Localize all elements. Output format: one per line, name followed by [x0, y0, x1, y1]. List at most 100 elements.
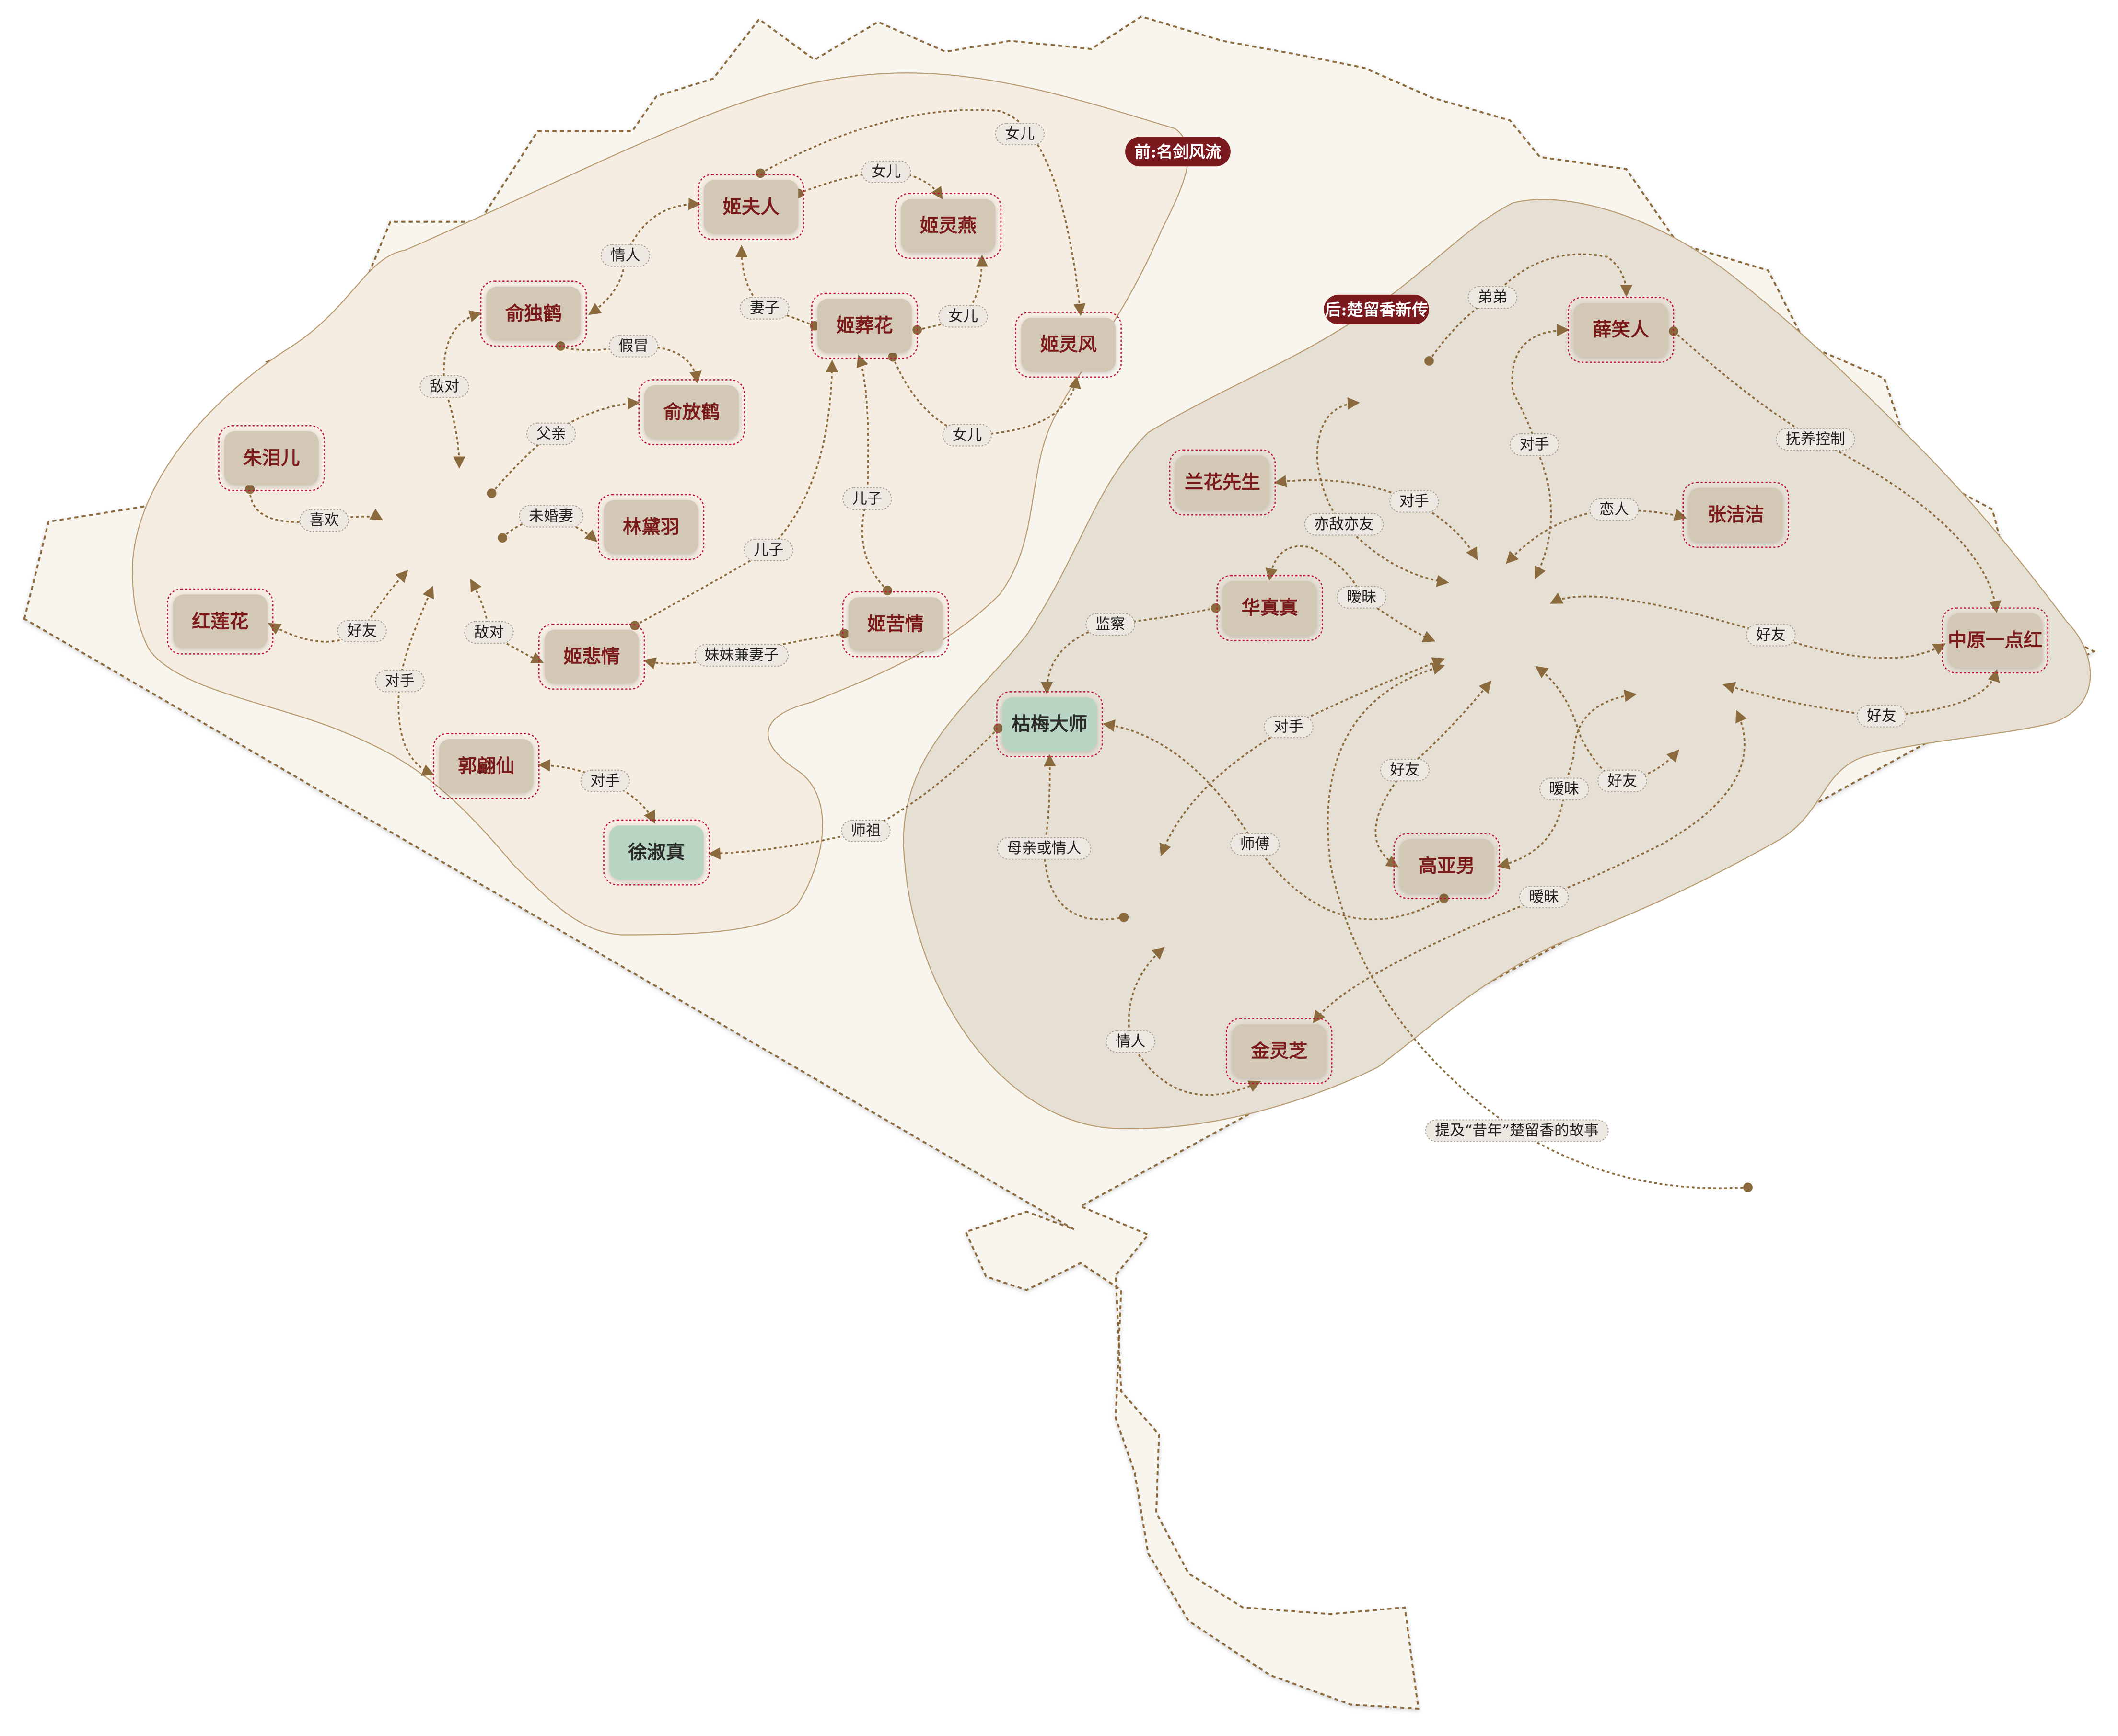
node-俞放鹤[interactable]: 俞放鹤	[638, 379, 745, 445]
edge-path	[556, 341, 702, 384]
edge-label-text: 妻子	[750, 300, 780, 317]
section-label-text: 后:楚留香新传	[1325, 300, 1428, 319]
node-华真真[interactable]: 华真真	[1216, 575, 1323, 641]
node-box	[1226, 1018, 1333, 1084]
node-徐淑真[interactable]: 徐淑真	[603, 819, 710, 886]
node-box	[703, 180, 799, 234]
edge-label-text: 好友	[347, 623, 377, 640]
edge-path	[735, 245, 819, 331]
node-俞独鹤[interactable]: 俞独鹤	[480, 280, 587, 347]
node-枯梅大师[interactable]: 枯梅大师	[996, 691, 1103, 757]
node-box	[167, 588, 274, 655]
node-label: 红莲花	[192, 611, 248, 633]
node-box	[1942, 607, 2048, 674]
edge-label: 敌对	[419, 375, 469, 398]
node-林黛羽[interactable]: 林黛羽	[597, 494, 705, 560]
node-姬葬花[interactable]: 姬葬花	[811, 292, 918, 359]
edge-label-text: 儿子	[754, 541, 783, 558]
edge-label-bg	[1304, 513, 1384, 536]
node-郭翩仙[interactable]: 郭翩仙	[433, 733, 540, 799]
node-姬灵风[interactable]: 姬灵风	[1015, 312, 1122, 378]
edge-label: 好友	[337, 619, 387, 643]
node-姬苦情[interactable]: 姬苦情	[842, 591, 949, 658]
edge-path	[1316, 397, 1449, 587]
edge-label: 暧昧	[1519, 886, 1569, 909]
edge-label-bg	[375, 670, 425, 693]
edge-label-text: 假冒	[618, 337, 648, 355]
edge-label-text: 师傅	[1240, 836, 1270, 853]
edge-label: 监察	[1085, 613, 1135, 636]
edge-label: 妹妹兼妻子	[694, 644, 789, 667]
edge-path	[1424, 253, 1633, 366]
edge-label: 假冒	[608, 335, 659, 358]
edge-label-bg	[608, 335, 659, 358]
edge-label-text: 亦敌亦友	[1315, 516, 1374, 533]
edge-label-text: 好友	[1756, 626, 1786, 644]
edge-label: 亦敌亦友	[1304, 513, 1384, 536]
node-box	[698, 174, 804, 240]
edge-label-text: 弟弟	[1478, 289, 1507, 306]
edge-label-bg	[299, 509, 349, 532]
edge-label: 情人	[600, 244, 651, 267]
edge-label-text: 未婚妻	[529, 508, 573, 525]
edge-label-bg	[1230, 833, 1280, 856]
node-box	[480, 280, 587, 347]
node-红莲花[interactable]: 红莲花	[167, 588, 274, 655]
node-label: 姬苦情	[867, 613, 924, 635]
edge-label-text: 女儿	[871, 163, 901, 181]
edge-label-text: 对手	[1399, 493, 1429, 510]
edge-label-text: 母亲或情人	[1007, 840, 1082, 857]
edge-label-bg	[1085, 613, 1135, 636]
node-box	[1399, 839, 1494, 893]
node-金灵芝[interactable]: 金灵芝	[1226, 1018, 1333, 1084]
edge-label-bg	[580, 769, 630, 792]
section-label-text: 前:名剑风流	[1134, 142, 1222, 161]
edge-label-text: 好友	[1867, 707, 1897, 725]
edge-label: 对手	[1389, 490, 1439, 513]
node-label: 高亚男	[1418, 855, 1475, 877]
edge-label-bg	[519, 505, 583, 528]
node-姬夫人[interactable]: 姬夫人	[698, 174, 804, 240]
node-朱泪儿[interactable]: 朱泪儿	[218, 425, 325, 491]
node-box	[1682, 482, 1789, 548]
node-box	[538, 624, 645, 690]
edge-label-bg	[1337, 586, 1386, 609]
node-box	[996, 691, 1103, 757]
edge-label-text: 敌对	[430, 378, 459, 395]
node-中原一点红[interactable]: 中原一点红	[1942, 607, 2048, 674]
node-box	[644, 385, 739, 440]
node-兰花先生[interactable]: 兰花先生	[1169, 449, 1276, 516]
node-box	[895, 193, 1002, 259]
edge-label-text: 对手	[590, 772, 620, 789]
node-box	[1222, 581, 1317, 635]
edge-label: 女儿	[995, 123, 1045, 146]
node-高亚男[interactable]: 高亚男	[1393, 833, 1500, 899]
edge-label: 好友	[1746, 624, 1796, 647]
node-张洁洁[interactable]: 张洁洁	[1682, 482, 1789, 548]
edge-label: 儿子	[744, 538, 793, 561]
edge-label-bg	[842, 487, 892, 510]
edge-label-bg	[694, 644, 789, 667]
node-label: 徐淑真	[628, 842, 685, 864]
node-box	[173, 594, 268, 649]
edge-label-text: 女儿	[952, 427, 982, 444]
edge-label-bg	[526, 422, 576, 445]
edge-label: 对手	[375, 670, 425, 693]
edge-label: 未婚妻	[519, 505, 583, 528]
edge-path	[1274, 475, 1478, 560]
edge-path	[1669, 326, 2002, 613]
node-姬悲情[interactable]: 姬悲情	[538, 624, 645, 690]
edge-label-bg	[1510, 433, 1559, 456]
node-姬灵燕[interactable]: 姬灵燕	[895, 193, 1002, 259]
edge-label: 对手	[1510, 433, 1559, 456]
node-label: 姬悲情	[563, 646, 620, 668]
edge-label-text: 女儿	[948, 308, 978, 325]
nodes: 姬夫人 姬灵燕 俞独鹤 姬葬花 姬灵风 俞放鹤 朱泪儿 林黛羽 红莲花 姬悲情 …	[167, 174, 2048, 1084]
edge-label-text: 好友	[1390, 762, 1420, 779]
edge-path	[1722, 669, 2000, 717]
edge-path	[1040, 603, 1221, 694]
node-薛笑人[interactable]: 薛笑人	[1567, 297, 1675, 363]
edge-label-bg	[464, 621, 514, 644]
edge-label-text: 对手	[385, 672, 415, 690]
edge-label-text: 父亲	[536, 425, 566, 442]
